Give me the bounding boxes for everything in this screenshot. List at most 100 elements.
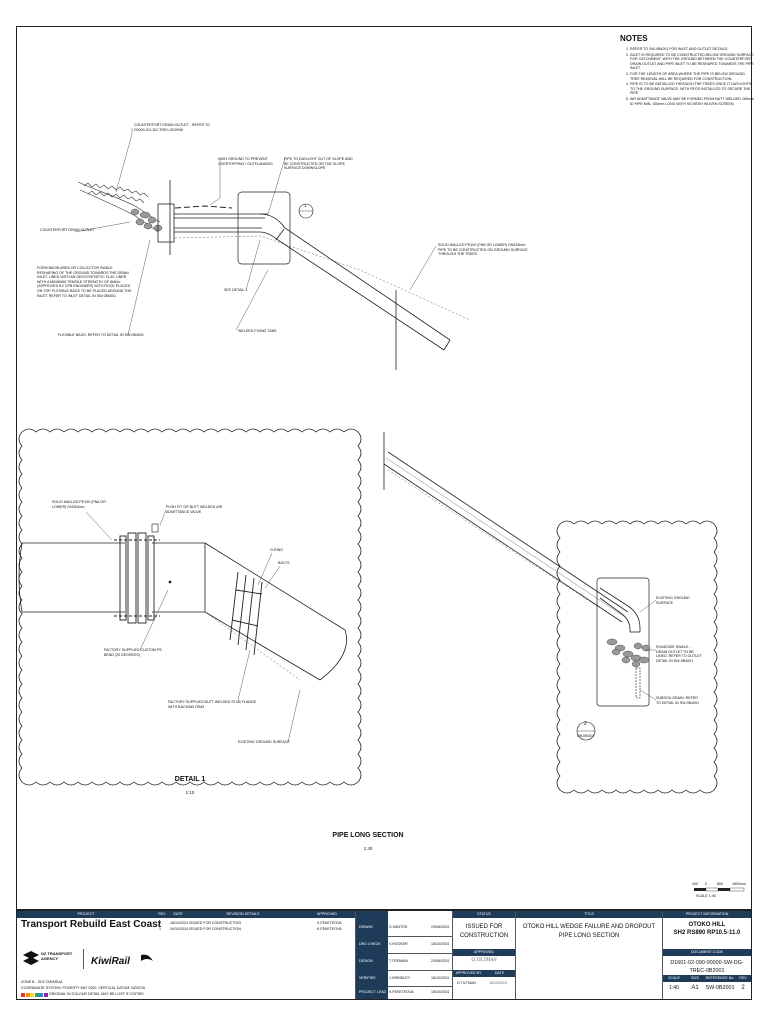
high-ground-line — [174, 205, 233, 209]
role-name: J.GRINDLEY — [389, 976, 411, 980]
approved-header: APPROVED — [299, 911, 355, 918]
rev-row-approved: K.FEKETEOVA — [317, 921, 342, 925]
detail-1-scale: 1:10 — [185, 790, 195, 795]
drawing-title: OTOKO HILL WEDGE FAILURE AND DROPOUT PIP… — [522, 924, 656, 939]
label-form-basin: FORM BASIN AREA OR COLLECTOR SWALE RESHA… — [37, 266, 132, 298]
project-info-header: PROJECT INFORMATION — [663, 911, 751, 918]
nzta-logo: NZ TRANSPORT AGENCY — [21, 947, 73, 969]
callout-1-sheet: - — [305, 212, 307, 216]
label-detail-solid-walled: SOLID WALLED PE100 (PN8 OR LOWER) DN315m… — [52, 500, 106, 509]
role-name: D.SANTOS — [389, 925, 408, 929]
rev-row-date: 04/10/2024 — [170, 927, 188, 931]
rev-row-rev: 1 — [159, 927, 161, 931]
title-block: PROJECT Transport Rebuild East Coast REV… — [16, 910, 752, 1000]
label-detail-existing-ground: EXISTING GROUND SURFACE — [238, 740, 290, 744]
size-header: SIZE — [685, 975, 705, 982]
rev-row-approved: K.FEKETEOVA — [317, 927, 342, 931]
project-info-line-2: SH2 RS890 RP10.5-11.0 — [673, 930, 741, 936]
detail-1-leaders — [85, 509, 301, 743]
callout-1-number: 1 — [304, 203, 307, 208]
scale-tick: 400 — [692, 882, 698, 886]
project-header: PROJECT — [17, 911, 155, 918]
callout-2-sheet: SW-0B4001 — [577, 734, 595, 738]
scale-tick: 800 — [717, 882, 723, 886]
detail-1-cloud — [18, 428, 362, 786]
project-name: Transport Rebuild East Coast — [21, 919, 162, 930]
role-date: 23/08/2024 — [431, 959, 449, 963]
label-push-fit-valve: PUSH FIT OR BUTT WELDED AIR ADMITTANCE V… — [166, 505, 223, 514]
approved-by-header: APPROVED BY — [453, 970, 484, 977]
approved-signature: Q.TILTMAN — [471, 958, 497, 963]
role-label: DESIGN — [359, 959, 373, 963]
scale-tick: 0 — [705, 882, 707, 886]
kiwirail-logo: KiwiRail — [89, 951, 159, 971]
scale-header: SCALE — [663, 975, 685, 982]
detail-1-pipes — [18, 542, 347, 681]
outlet-box — [596, 577, 650, 707]
reference-value: SW-0B2001 — [705, 985, 735, 991]
coordinate-system: COORDINATE SYSTEM: POVERTY BAY 2000, VER… — [21, 986, 146, 990]
approved-date-header: DATE — [484, 970, 515, 977]
rev-row-date: 18/10/2024 — [170, 921, 188, 925]
outlet-detail-cloud — [556, 520, 718, 794]
label-right-existing-ground: EXISTING GROUND SURFACE — [656, 596, 690, 605]
document-code: D1601-02-090-00000-SW-DG-TREC-0B2001 — [670, 960, 744, 974]
label-subsoil-drain: SUBSOIL DRAIN. REFER TO DETAIL IN SW-0B4… — [656, 696, 700, 705]
role-name: K.FEKETEOVA — [389, 990, 414, 994]
reference-header: REFERENCE No. — [705, 975, 735, 982]
upper-leaders — [74, 128, 437, 336]
rev-row-rev: 2 — [159, 921, 161, 925]
label-bolts: BOLTS — [278, 561, 290, 565]
approved-by-date: 18/10/2024 — [489, 981, 507, 985]
revision-details-header: REVISION DETAILS — [187, 911, 299, 918]
notes-heading: NOTES — [620, 34, 648, 43]
role-label: VERIFIED — [359, 976, 376, 980]
scale-label: SCALE 1:40 — [696, 894, 716, 898]
roadside-swale-rocks — [606, 638, 651, 668]
note-item: INLET IS REQUIRED TO BE CONSTRUCTED BELO… — [630, 53, 754, 71]
rev-value: 2 — [741, 985, 745, 991]
air-valve — [151, 523, 159, 533]
date-header: DATE — [169, 911, 187, 918]
svg-text:NZ TRANSPORT: NZ TRANSPORT — [41, 951, 73, 956]
approved-status-header: APPROVED — [453, 949, 515, 956]
callout-2-number: 2 — [584, 721, 587, 727]
scale-tick: 1600mm — [732, 882, 746, 886]
detail-1-bolted-joint — [229, 571, 263, 656]
role-date: 18/10/2024 — [431, 942, 449, 946]
label-pipe-daylight: PIPE TO DAYLIGHT OUT OF SLOPE AND BE CON… — [284, 157, 353, 171]
downslope-pipe — [259, 213, 451, 351]
label-counterfort-outlet: COUNTERFORT DRAIN OUTLET - REFER TO D000… — [134, 123, 210, 132]
label-o-ring: O-RING — [270, 548, 283, 552]
role-label: PROJECT LEAD — [359, 990, 387, 994]
subsoil-drain — [635, 667, 641, 699]
rev-row-desc: ISSUED FOR CONSTRUCTION — [189, 927, 241, 931]
right-leaders — [639, 599, 657, 701]
label-welded-fixing: WELDED FIXING TABS — [238, 329, 277, 333]
rev-header-2: REV — [735, 975, 751, 982]
inlet-structure — [157, 203, 268, 243]
long-section-pipe — [383, 451, 629, 623]
scale-value: 1:40 — [669, 985, 679, 991]
document-code-header: DOCUMENT CODE — [663, 949, 751, 956]
role-date: 18/10/2024 — [431, 990, 449, 994]
note-item: REFER TO SW-0B4001 FOR INLET AND OUTLET … — [630, 47, 754, 52]
color-bar — [21, 993, 48, 999]
note-item: PIPE IS TO BE INSTALLED THROUGH THE TREE… — [630, 82, 754, 96]
note-item: AIR ADMITTANCE VALVE MAY BE FORMED FROM … — [630, 97, 754, 106]
role-date: 23/08/2024 — [431, 925, 449, 929]
notes-list: REFER TO SW-0B4001 FOR INLET AND OUTLET … — [620, 47, 754, 106]
svg-text:AGENCY: AGENCY — [41, 956, 58, 961]
long-section-title: PIPE LONG SECTION — [332, 832, 404, 839]
svg-text:KiwiRail: KiwiRail — [91, 956, 130, 967]
zone-text: ZONE B - SH2 TARARUA — [21, 980, 63, 984]
drawing-linework — [18, 128, 745, 892]
outlet-pipe-bend — [599, 587, 641, 633]
label-factory-bend: FACTORY SUPPLIED CUSTOM PE BEND (20 DEGR… — [104, 648, 162, 657]
drawing-border — [16, 26, 752, 910]
scale-bar — [694, 887, 745, 892]
detail-1-flanges — [114, 532, 160, 624]
detail-1-title: DETAIL 1 — [174, 776, 206, 783]
original-colour-note: ORIGINAL IN COLOUR DETAIL MAY BE LOST IF… — [49, 992, 144, 996]
approved-by-name: G.TILTMAN — [457, 981, 476, 985]
